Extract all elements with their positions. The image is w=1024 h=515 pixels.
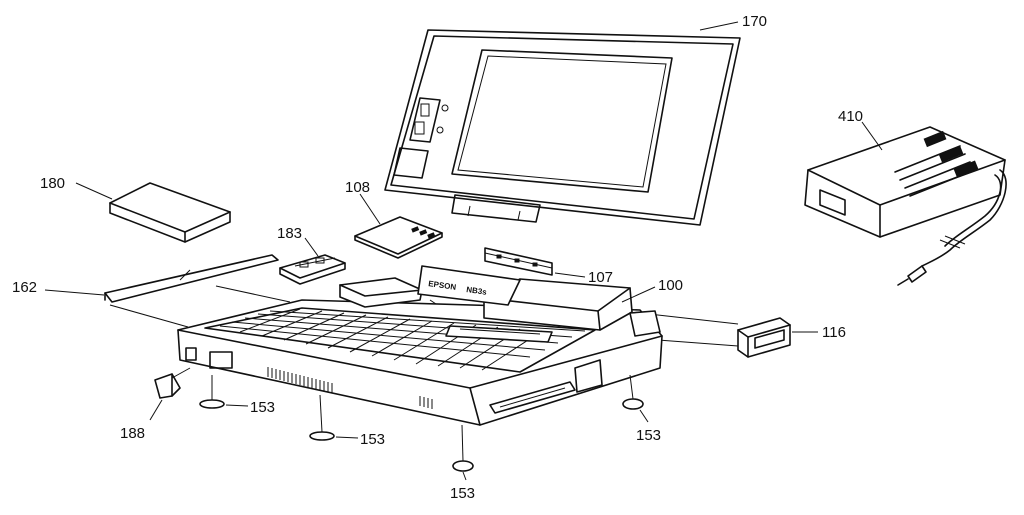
label-153-4: 153 [636, 427, 661, 444]
leader-107 [554, 272, 586, 278]
leader-162 [44, 289, 105, 296]
front-vent [267, 367, 333, 393]
label-153-3: 153 [450, 485, 475, 502]
rubber-foot-2 [309, 394, 335, 441]
connector-cover [737, 317, 791, 358]
keyboard-strip [104, 254, 279, 303]
side-vent [419, 396, 433, 409]
label-188: 188 [120, 425, 145, 442]
leader-108 [359, 193, 381, 225]
port-cover [484, 247, 553, 276]
leader-188 [149, 399, 163, 421]
label-107: 107 [588, 269, 613, 286]
rubber-foot-3 [452, 424, 474, 472]
label-153-1: 153 [250, 399, 275, 416]
label-170: 170 [742, 13, 767, 30]
rubber-foot-4 [622, 374, 644, 410]
rubber-foot-1 [199, 375, 225, 409]
leader-170 [699, 21, 739, 31]
leader-180 [75, 182, 113, 200]
brand-label: EPSON [428, 279, 457, 292]
leader-153-2 [335, 436, 359, 439]
ac-adapter [804, 126, 1007, 286]
label-153-2: 153 [360, 431, 385, 448]
label-410: 410 [838, 108, 863, 125]
main-body: EPSON NB3s [177, 265, 663, 426]
label-108: 108 [345, 179, 370, 196]
display-unit [384, 29, 741, 226]
label-180: 180 [40, 175, 65, 192]
leader-100 [621, 286, 656, 303]
label-100: 100 [658, 277, 683, 294]
slot-cover [279, 254, 346, 285]
label-116: 116 [822, 324, 846, 341]
brand-model: NB3s [466, 285, 488, 297]
keyboard-keys [219, 308, 586, 371]
memory-card [354, 216, 443, 259]
leader-153-1 [225, 404, 249, 407]
label-183: 183 [277, 225, 302, 242]
leader-410 [861, 121, 883, 151]
leader-153-3 [462, 471, 467, 481]
leader-153-4 [639, 409, 649, 423]
clip-part [154, 367, 191, 399]
label-162: 162 [12, 279, 37, 296]
battery-pack [109, 182, 231, 243]
leader-183 [304, 237, 319, 257]
